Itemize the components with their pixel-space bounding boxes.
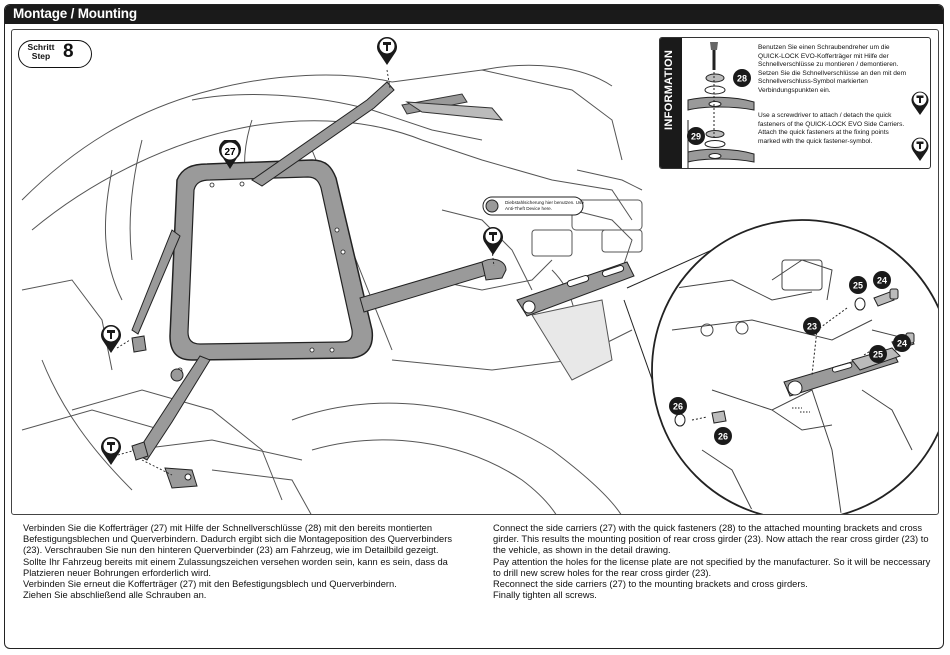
callout-23-icon: 23 [803, 317, 821, 335]
step-label-de: Schritt [27, 42, 55, 52]
callout-24b-icon: 24 [893, 334, 911, 352]
callout-26b-label: 26 [718, 432, 728, 442]
information-text-en: Use a screwdriver to attach / detach the… [758, 112, 905, 145]
step-label: Schritt Step [25, 43, 57, 61]
callout-24-icon: 24 [873, 271, 891, 289]
mounting-illustration: 27 25 24 23 24 25 26 26 [11, 29, 939, 515]
quick-fastener-symbol-icon [101, 325, 121, 353]
callout-28-icon: 28 [733, 69, 751, 87]
detail-view [651, 219, 938, 514]
callout-26-icon: 26 [669, 397, 687, 415]
information-box: INFORMATION 28 2 [659, 37, 931, 169]
screwdriver-icon [687, 42, 755, 168]
rear-rack [401, 93, 504, 121]
callout-27-icon: 27 [219, 140, 241, 169]
callout-29-icon: 29 [687, 127, 705, 145]
instruction-de-3: Verbinden Sie erneut die Kofferträger (2… [23, 579, 397, 590]
quick-fastener-symbol-icon [483, 227, 503, 255]
anti-theft-tooltip-text: Diebstahlsicherung hier benutzen. Use An… [505, 200, 584, 211]
instruction-en-2: Pay attention the holes for the license … [493, 556, 931, 578]
callout-23-label: 23 [807, 322, 817, 332]
anti-theft-tooltip [482, 196, 584, 216]
callout-26b-icon: 26 [714, 427, 732, 445]
callout-25-label: 25 [853, 281, 863, 291]
quick-fastener-symbol-icon [911, 91, 929, 115]
instruction-sheet: Montage / Mounting [4, 4, 944, 649]
callout-27-label: 27 [224, 147, 236, 158]
quick-fastener-symbol-icon [911, 137, 929, 161]
assembly-guides [116, 69, 495, 476]
instruction-en-3: Reconnect the side carriers (27) to the … [493, 579, 808, 590]
instructions-en: Connect the side carriers (27) with the … [493, 523, 933, 601]
instruction-de-2: Sollte Ihr Fahrzeug bereits mit einem Zu… [23, 556, 448, 578]
instruction-en-4: Finally tighten all screws. [493, 590, 597, 601]
callout-24b-label: 24 [897, 339, 907, 349]
callout-25b-label: 25 [873, 350, 883, 360]
callout-24-label: 24 [877, 276, 887, 286]
callout-29-label: 29 [691, 132, 701, 142]
step-label-en: Step [31, 51, 51, 61]
instruction-de-4: Ziehen Sie abschließend alle Schrauben a… [23, 590, 207, 601]
information-text-de: Benutzen Sie einen Schraubendreher um di… [758, 44, 907, 94]
side-carrier-27 [131, 81, 491, 461]
callout-28-label: 28 [737, 74, 747, 84]
quick-fastener-symbol-icon [377, 37, 397, 65]
instructions-de: Verbinden Sie die Kofferträger (27) mit … [23, 523, 473, 601]
instruction-text-area: Verbinden Sie die Kofferträger (27) mit … [11, 519, 939, 645]
step-badge: Schritt Step 8 [18, 40, 92, 68]
callout-26-label: 26 [673, 402, 683, 412]
information-title: INFORMATION [663, 49, 675, 130]
information-side-bar: INFORMATION [660, 38, 682, 168]
instruction-de-1: Verbinden Sie die Kofferträger (27) mit … [23, 523, 453, 556]
header-bar: Montage / Mounting [5, 5, 943, 24]
header-title: Montage / Mounting [13, 6, 137, 21]
mounting-bracket [481, 258, 635, 381]
step-number: 8 [63, 41, 74, 62]
instruction-en-1: Connect the side carriers (27) with the … [493, 523, 929, 556]
callout-25-icon: 25 [849, 276, 867, 294]
callout-25b-icon: 25 [869, 345, 887, 363]
quick-fastener-symbol-icon [101, 437, 121, 465]
lower-bracket-parts [131, 335, 198, 489]
